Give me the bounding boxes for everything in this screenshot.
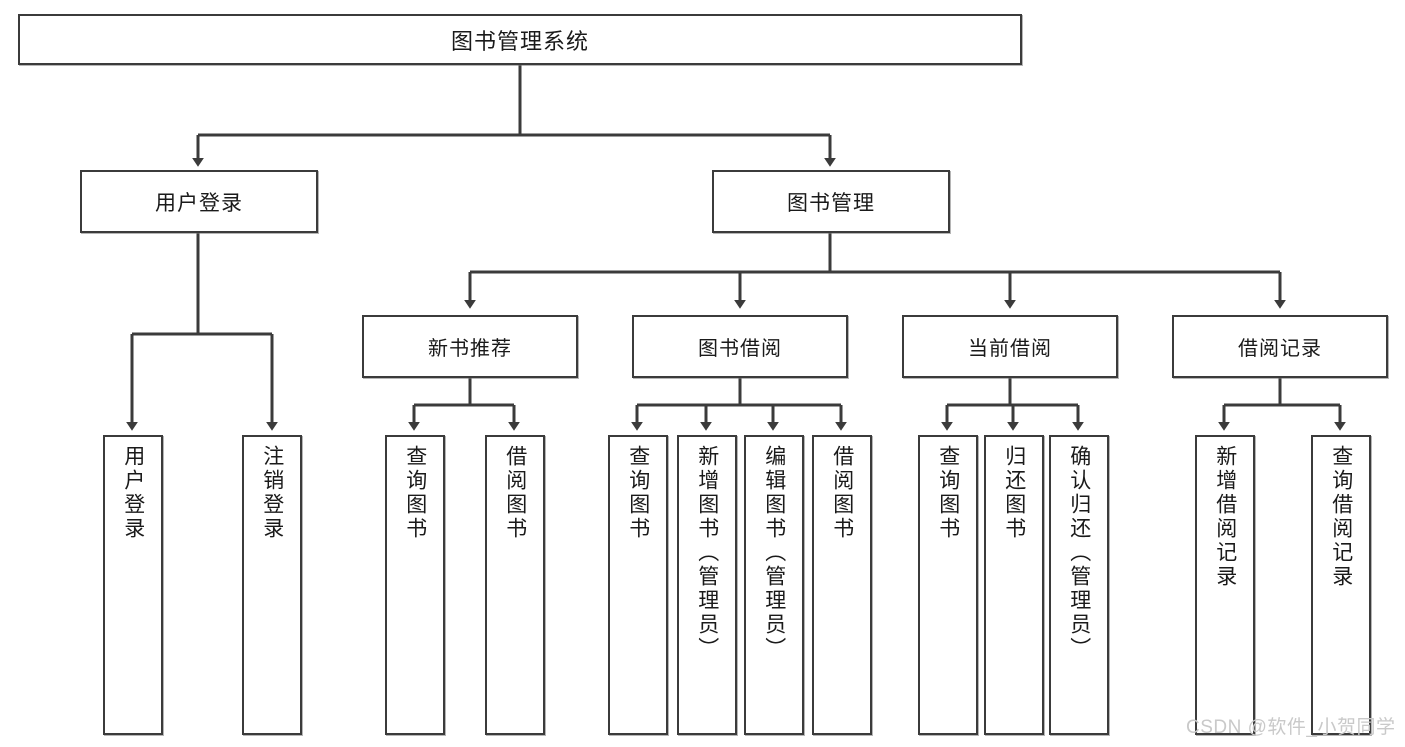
- node-new-book-recommend[interactable]: 新书推荐: [362, 315, 578, 378]
- node-label: 图书管理: [787, 191, 875, 215]
- leaf-label: 借阅图书: [830, 445, 854, 541]
- leaf-user-login-login[interactable]: 用户登录: [103, 435, 163, 735]
- leaf-book-borrow-add[interactable]: 新增图书（管理员）: [677, 435, 737, 735]
- leaf-current-borrow-query[interactable]: 查询图书: [918, 435, 978, 735]
- leaf-current-borrow-confirm-return[interactable]: 确认归还（管理员）: [1049, 435, 1109, 735]
- leaf-borrow-record-add[interactable]: 新增借阅记录: [1195, 435, 1255, 735]
- leaf-book-borrow-borrow[interactable]: 借阅图书: [812, 435, 872, 735]
- node-user-login[interactable]: 用户登录: [80, 170, 318, 233]
- node-label: 图书借阅: [698, 338, 782, 360]
- leaf-label: 编辑图书（管理员）: [762, 445, 786, 661]
- leaf-label: 新增借阅记录: [1213, 445, 1237, 589]
- leaf-label: 查询借阅记录: [1329, 445, 1353, 589]
- leaf-user-login-logout[interactable]: 注销登录: [242, 435, 302, 735]
- node-book-management[interactable]: 图书管理: [712, 170, 950, 233]
- leaf-label: 查询图书: [626, 445, 650, 541]
- node-label: 当前借阅: [968, 338, 1052, 360]
- node-label: 用户登录: [155, 191, 243, 215]
- leaf-label: 注销登录: [260, 445, 284, 541]
- leaf-current-borrow-return[interactable]: 归还图书: [984, 435, 1044, 735]
- leaf-borrow-record-query[interactable]: 查询借阅记录: [1311, 435, 1371, 735]
- leaf-book-borrow-query[interactable]: 查询图书: [608, 435, 668, 735]
- node-current-borrow[interactable]: 当前借阅: [902, 315, 1118, 378]
- node-label: 借阅记录: [1238, 338, 1322, 360]
- node-label: 新书推荐: [428, 338, 512, 360]
- leaf-label: 确认归还（管理员）: [1067, 445, 1091, 661]
- leaf-label: 归还图书: [1002, 445, 1026, 541]
- node-root-system[interactable]: 图书管理系统: [18, 14, 1022, 65]
- node-borrow-record[interactable]: 借阅记录: [1172, 315, 1388, 378]
- leaf-label: 查询图书: [403, 445, 427, 541]
- node-label: 图书管理系统: [450, 28, 589, 54]
- leaf-label: 新增图书（管理员）: [695, 445, 719, 661]
- leaf-book-borrow-edit[interactable]: 编辑图书（管理员）: [744, 435, 804, 735]
- leaf-label: 借阅图书: [503, 445, 527, 541]
- leaf-label: 用户登录: [121, 445, 145, 541]
- leaf-new-book-borrow[interactable]: 借阅图书: [485, 435, 545, 735]
- watermark: CSDN @软件_小贺同学: [1186, 717, 1396, 738]
- node-book-borrow[interactable]: 图书借阅: [632, 315, 848, 378]
- leaf-label: 查询图书: [936, 445, 960, 541]
- leaf-new-book-query[interactable]: 查询图书: [385, 435, 445, 735]
